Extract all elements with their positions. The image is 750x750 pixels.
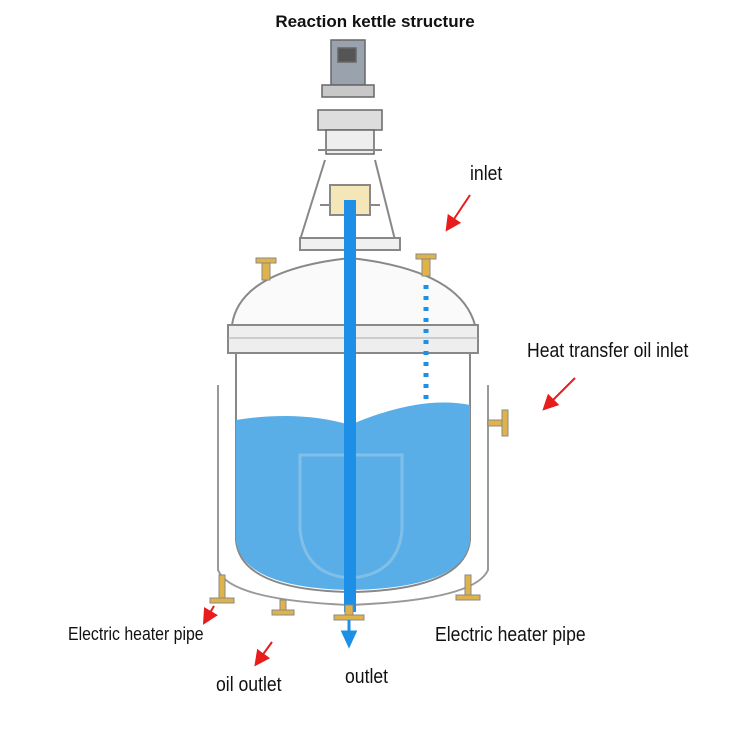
diagram-title: Reaction kettle structure — [275, 12, 475, 31]
motor — [317, 39, 383, 155]
heater-left-arrow-icon — [202, 605, 218, 625]
label-electric-heater-pipe-left: Electric heater pipe — [68, 624, 204, 644]
oil-outlet-arrow-icon — [254, 641, 273, 667]
label-electric-heater-pipe-right: Electric heater pipe — [435, 624, 586, 646]
oil-inlet-arrow-icon — [542, 377, 576, 411]
red-arrows — [202, 194, 576, 667]
inlet-arrow-icon — [445, 194, 471, 232]
oil-inlet-fitting — [487, 409, 509, 437]
top-nozzles — [255, 253, 437, 281]
agitator-shaft — [344, 200, 356, 612]
label-oil-outlet: oil outlet — [216, 674, 282, 696]
outlet-flow-arrow — [340, 620, 358, 649]
bottom-nozzles — [209, 574, 481, 621]
label-outlet: outlet — [345, 666, 389, 688]
label-inlet: inlet — [470, 163, 503, 185]
label-heat-transfer-oil-inlet: Heat transfer oil inlet — [527, 340, 689, 362]
